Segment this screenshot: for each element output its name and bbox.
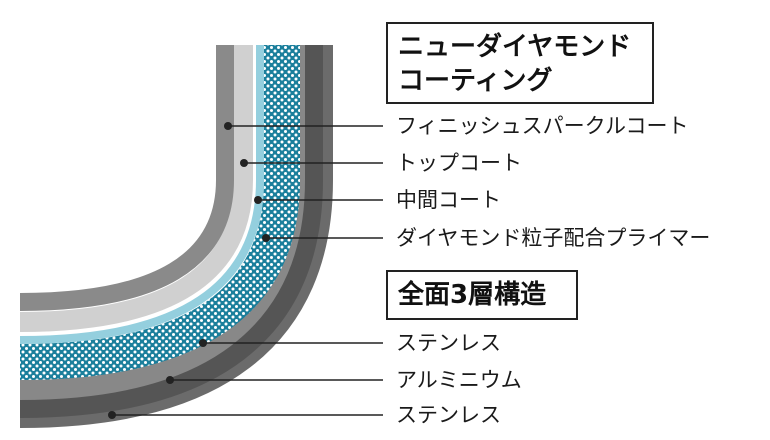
- top-coat-band: [20, 45, 253, 332]
- dot-aluminum: [166, 376, 174, 384]
- middle-coat-band: [20, 45, 264, 344]
- label-diamond-primer: ダイヤモンド粒子配合プライマー: [396, 226, 711, 250]
- dot-stainless-2: [108, 411, 116, 419]
- label-finish-sparkle-coat: フィニッシュスパークルコート: [396, 114, 689, 138]
- coating-title-box: ニューダイヤモンド コーティング: [386, 22, 654, 104]
- dot-stainless-1: [199, 339, 207, 347]
- finish-coat-band: [20, 45, 234, 311]
- label-aluminum: アルミニウム: [396, 368, 522, 392]
- label-middle-coat: 中間コート: [396, 188, 501, 212]
- label-stainless-outer: ステンレス: [396, 403, 501, 427]
- label-top-coat: トップコート: [396, 151, 522, 175]
- label-stainless-inner: ステンレス: [396, 331, 501, 355]
- dot-middle: [254, 196, 262, 204]
- layers-title: 全面3層構造: [398, 280, 547, 310]
- coating-title-line-2: コーティング: [398, 66, 553, 96]
- coating-title-line-1: ニューダイヤモンド: [398, 32, 632, 62]
- dot-top: [240, 159, 248, 167]
- layers-title-box: 全面3層構造: [386, 270, 578, 320]
- diamond-dots: [20, 45, 300, 380]
- dot-finish: [224, 122, 232, 130]
- dot-primer: [262, 234, 270, 242]
